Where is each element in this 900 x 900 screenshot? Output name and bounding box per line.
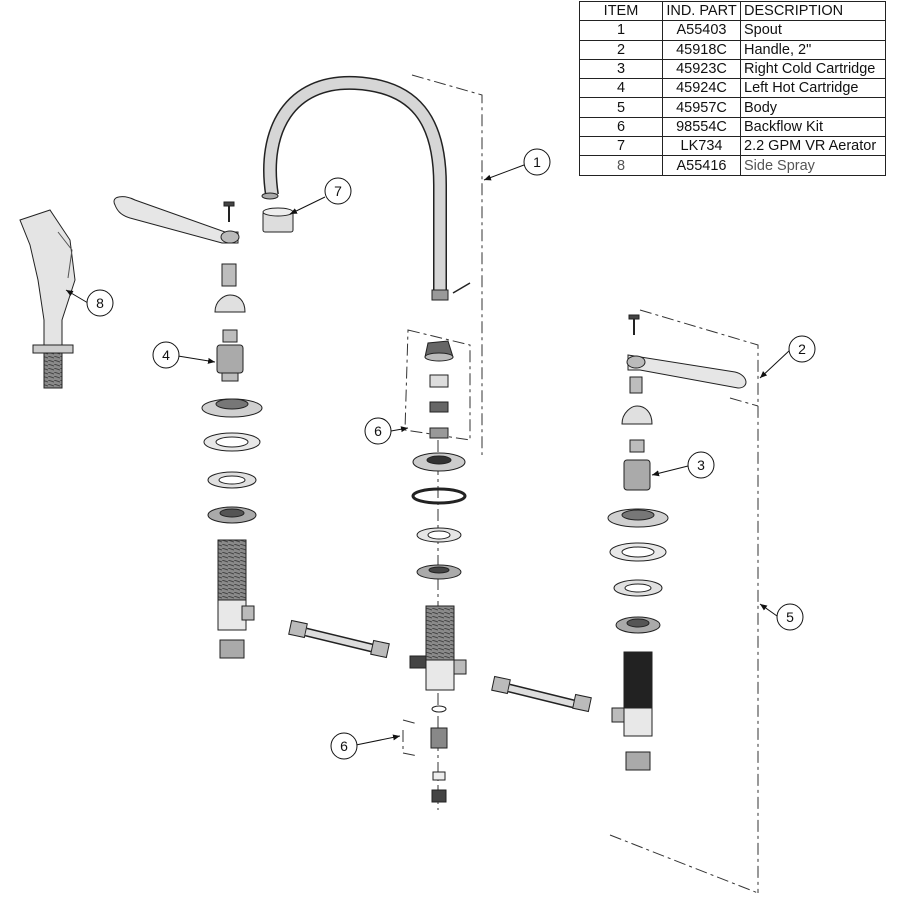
parts-table-header-row: ITEM IND. PART DESCRIPTION xyxy=(579,0,886,22)
cell-description: Spout xyxy=(740,20,886,41)
cell-part: 45924C xyxy=(662,78,741,99)
table-row: 2 45918C Handle, 2" xyxy=(579,39,886,60)
callout-3: 3 xyxy=(687,451,715,479)
callout-5-label: 5 xyxy=(786,609,794,625)
callout-3-label: 3 xyxy=(697,457,705,473)
callout-2-label: 2 xyxy=(798,341,806,357)
left-flange-stack xyxy=(201,398,263,524)
callout-5: 5 xyxy=(776,603,804,631)
center-backflow-upper xyxy=(424,340,454,439)
right-valve-body xyxy=(611,651,653,771)
left-stem-parts xyxy=(214,263,246,382)
cell-part: 98554C xyxy=(662,116,741,138)
callout-1: 1 xyxy=(523,148,551,176)
callout-7-label: 7 xyxy=(334,183,342,199)
cell-description: 2.2 GPM VR Aerator xyxy=(740,136,886,157)
cell-item: 4 xyxy=(579,78,663,99)
cell-part: 45918C xyxy=(662,39,741,60)
cell-description: Body xyxy=(740,97,886,118)
cell-description: Handle, 2" xyxy=(740,39,886,60)
cell-item: 3 xyxy=(579,58,663,80)
cell-part: 45923C xyxy=(662,58,741,80)
cell-part: LK734 xyxy=(662,136,741,157)
cell-part: A55403 xyxy=(662,20,741,41)
callout-6-lower-label: 6 xyxy=(340,738,348,754)
callout-8: 8 xyxy=(86,289,114,317)
cell-part: A55416 xyxy=(662,155,741,176)
cell-item: 2 xyxy=(579,39,663,60)
cell-description: Left Hot Cartridge xyxy=(740,78,886,99)
callout-4: 4 xyxy=(152,341,180,369)
header-part: IND. PART xyxy=(662,0,741,22)
callout-6-upper-label: 6 xyxy=(374,423,382,439)
cell-item: 5 xyxy=(579,97,663,118)
cell-item: 6 xyxy=(579,116,663,138)
table-row: 5 45957C Body xyxy=(579,97,886,118)
table-row: 8 A55416 Side Spray xyxy=(579,155,886,176)
right-supply-hose xyxy=(491,675,592,713)
center-flange-stack xyxy=(411,452,467,580)
table-row: 3 45923C Right Cold Cartridge xyxy=(579,58,886,80)
callout-2: 2 xyxy=(788,335,816,363)
left-supply-hose xyxy=(288,619,390,659)
callout-4-label: 4 xyxy=(162,347,170,363)
cell-description: Right Cold Cartridge xyxy=(740,58,886,80)
center-body-part xyxy=(409,605,467,691)
parts-list-table: ITEM IND. PART DESCRIPTION 1 A55403 Spou… xyxy=(579,0,886,176)
right-handle-part xyxy=(626,354,747,389)
callout-leaders xyxy=(65,164,791,746)
cell-part: 45957C xyxy=(662,97,741,118)
callout-8-label: 8 xyxy=(96,295,104,311)
header-item: ITEM xyxy=(579,0,663,22)
left-valve-body xyxy=(217,539,255,659)
callout-1-label: 1 xyxy=(533,154,541,170)
right-stem-parts xyxy=(621,376,653,491)
callout-6-upper: 6 xyxy=(364,417,392,445)
cell-item: 7 xyxy=(579,136,663,157)
callout-6-lower: 6 xyxy=(330,732,358,760)
right-screw-part xyxy=(628,314,640,335)
assembly-guide-lines xyxy=(402,74,759,894)
cell-description: Side Spray xyxy=(740,155,886,176)
cell-description: Backflow Kit xyxy=(740,116,886,138)
side-spray-part xyxy=(19,209,76,389)
cell-item: 1 xyxy=(579,20,663,41)
right-flange-stack xyxy=(607,508,669,634)
cell-item: 8 xyxy=(579,155,663,176)
table-row: 1 A55403 Spout xyxy=(579,20,886,41)
spout-part xyxy=(261,75,471,301)
table-row: 7 LK734 2.2 GPM VR Aerator xyxy=(579,136,886,157)
header-description: DESCRIPTION xyxy=(740,0,886,22)
callout-7: 7 xyxy=(324,177,352,205)
aerator-part xyxy=(262,207,294,233)
table-row: 4 45924C Left Hot Cartridge xyxy=(579,78,886,99)
table-row: 6 98554C Backflow Kit xyxy=(579,116,886,138)
center-backflow-lower xyxy=(430,705,448,803)
left-screw-part xyxy=(223,201,235,222)
left-handle-part xyxy=(113,196,240,244)
